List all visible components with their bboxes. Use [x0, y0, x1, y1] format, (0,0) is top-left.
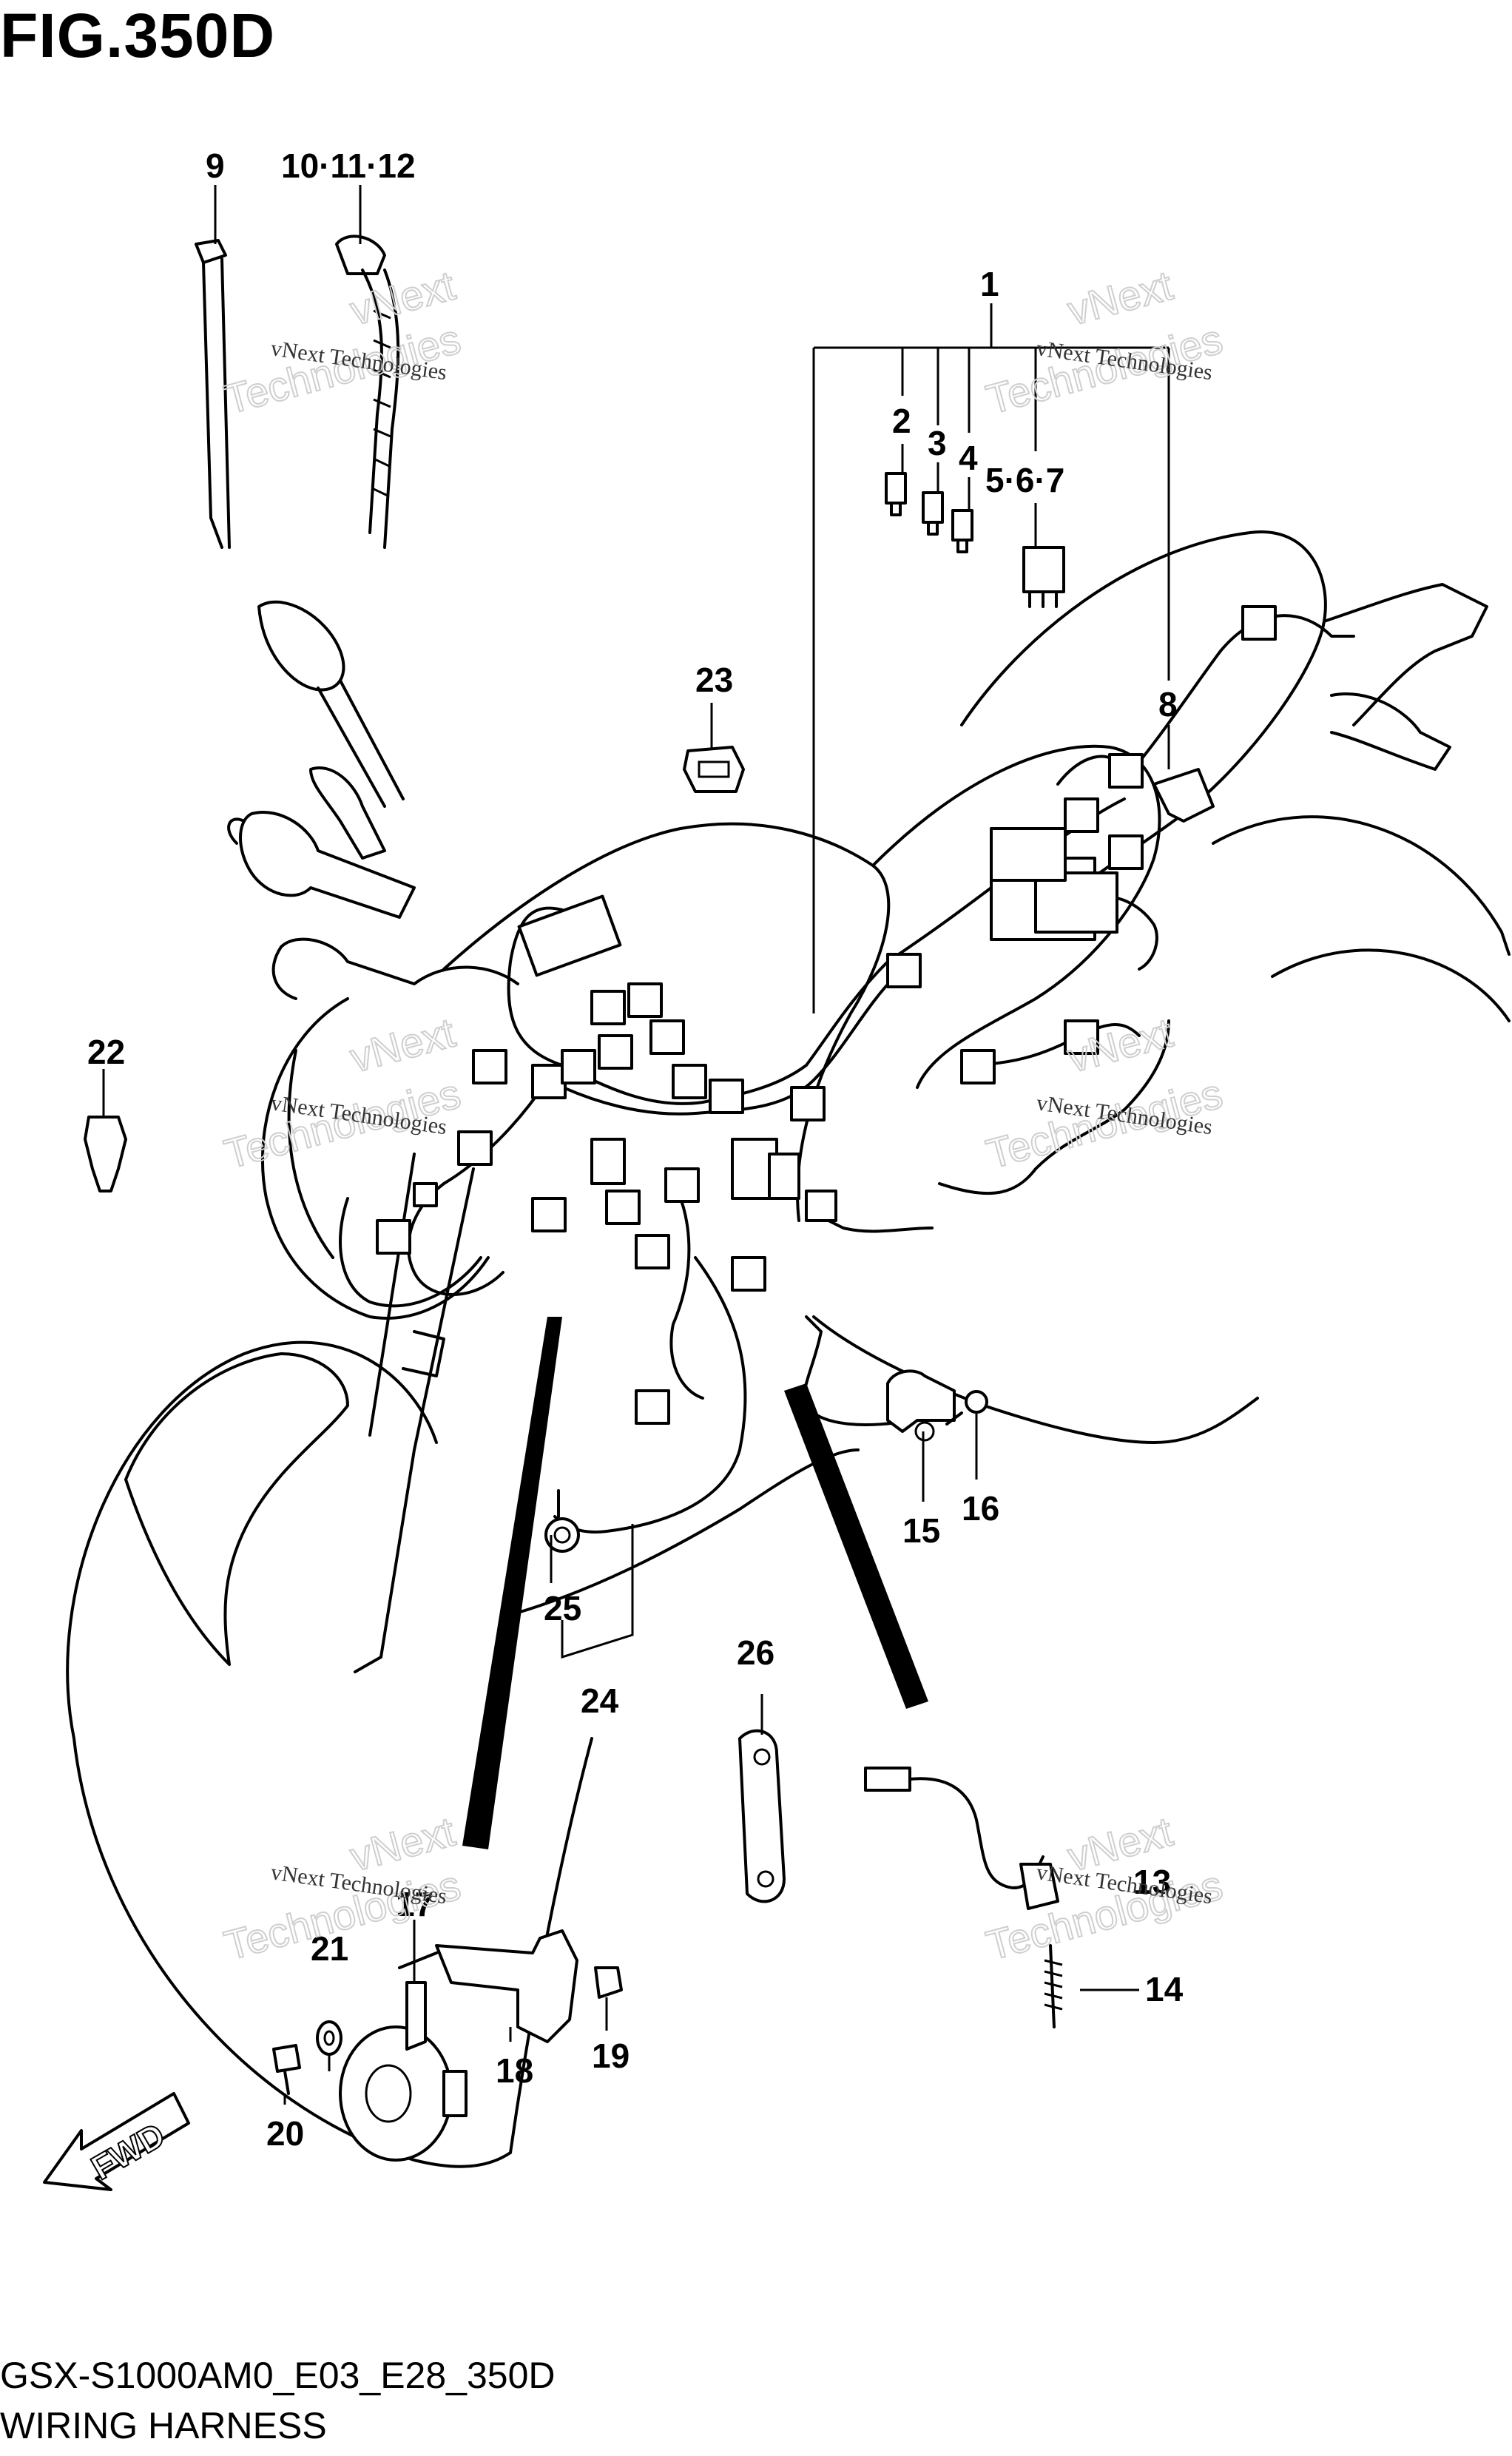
watermark-brand-line1: vNext [345, 1009, 460, 1082]
callout-3: 3 [928, 424, 947, 462]
callout-1: 1 [980, 265, 999, 303]
callout-20: 20 [266, 2114, 304, 2153]
part-19-bolt [594, 1966, 623, 1999]
callout-23: 23 [695, 661, 733, 699]
pointer-wedges [462, 1317, 928, 1849]
harness-connectors [376, 605, 1277, 1425]
part-3-fuse [922, 491, 944, 536]
motorcycle-outline [66, 530, 1511, 2168]
part-18-horn-bracket [398, 1929, 578, 2043]
part-21-washer [316, 2020, 342, 2056]
part-5-6-7-relay [1022, 546, 1065, 608]
part-22-connector [84, 1116, 127, 1192]
callout-18: 18 [496, 2051, 533, 2090]
callout-25: 25 [544, 1589, 581, 1627]
part-9-cable-tie [195, 239, 231, 549]
fwd-direction-arrow: FWD [43, 2092, 190, 2191]
callout-8: 8 [1158, 685, 1178, 723]
callout-22: 22 [87, 1033, 125, 1071]
callout-19: 19 [592, 2037, 630, 2075]
watermark-brand-line1: vNext [1063, 262, 1178, 334]
callout-26: 26 [737, 1633, 774, 1672]
callout-15: 15 [902, 1511, 940, 1550]
callout-17: 17 [396, 1885, 433, 1923]
callout-5-6-7: 5·6·7 [985, 461, 1064, 499]
figure-title: FIG.350D [0, 1, 276, 70]
figure-name: WIRING HARNESS [0, 2405, 327, 2446]
part-10-11-12-clamp [335, 235, 400, 549]
callout-10-11-12: 10·11·12 [281, 146, 416, 185]
callout-21: 21 [311, 1929, 348, 1968]
part-25-grommet [544, 1489, 580, 1553]
part-17-horn [339, 1981, 468, 2162]
callout-2: 2 [892, 402, 911, 440]
callout-16: 16 [962, 1489, 999, 1528]
part-26-strap [738, 1729, 786, 1903]
callout-9: 9 [206, 146, 225, 185]
leader-lines [102, 185, 1170, 2105]
callout-4: 4 [959, 439, 978, 477]
part-4-fuse [951, 509, 973, 553]
part-13-sensor [864, 1767, 1059, 1910]
part-20-bolt [272, 2044, 301, 2095]
callout-14: 14 [1145, 1970, 1184, 2008]
part-14-spring [1044, 1944, 1063, 2028]
part-15-sensor [803, 1315, 956, 1442]
callout-labels: 1 2 3 4 5·6·7 8 9 10·11·12 13 14 15 16 1… [87, 146, 1184, 2153]
figure-code: GSX-S1000AM0_E03_E28_350D [0, 2355, 556, 2396]
part-2-fuse [885, 472, 907, 516]
callout-13: 13 [1133, 1863, 1171, 1901]
part-8-bracket [1152, 768, 1215, 823]
callout-24: 24 [581, 1681, 619, 1720]
part-16-bolt [945, 1390, 988, 1426]
part-23-connector [683, 746, 745, 793]
